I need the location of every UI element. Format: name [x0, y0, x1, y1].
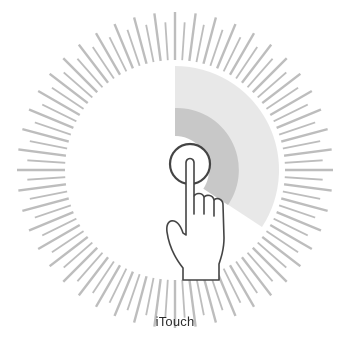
- dial-tick: [189, 13, 195, 61]
- dial-tick: [77, 253, 102, 282]
- dial-tick: [29, 212, 73, 230]
- dial-tick: [154, 13, 160, 61]
- dial-tick: [217, 272, 235, 316]
- dial-tick: [27, 177, 65, 179]
- dial-tick: [266, 88, 298, 109]
- dial-tick: [258, 72, 287, 97]
- dial-tick: [30, 141, 67, 148]
- dial-tick: [52, 231, 84, 252]
- dial-tick: [30, 191, 67, 198]
- dial-tick: [42, 105, 76, 122]
- dial-tick: [274, 105, 308, 122]
- dial-tick: [64, 72, 93, 97]
- itouch-wordmark: iTouch: [0, 314, 350, 329]
- dial-tick: [248, 253, 273, 282]
- dial-tick: [248, 59, 273, 88]
- dial-tick: [236, 47, 257, 79]
- dial-tick: [29, 110, 73, 128]
- dial-tick: [64, 243, 93, 268]
- dial-tick: [196, 278, 203, 315]
- dial-tick: [52, 88, 84, 109]
- dial-tick: [110, 37, 127, 71]
- dial-tick: [196, 25, 203, 62]
- dial-tick: [285, 160, 323, 162]
- dial-tick: [284, 184, 332, 190]
- dial-tick: [115, 24, 133, 68]
- dial-tick: [93, 261, 114, 293]
- dial-tick: [110, 269, 127, 303]
- dial-tick: [274, 219, 308, 236]
- dial-tick: [146, 278, 153, 315]
- dial-tick: [115, 272, 133, 316]
- dial-tick: [18, 149, 66, 155]
- dial-tick: [42, 219, 76, 236]
- dial-tick: [93, 47, 114, 79]
- dial-tick: [217, 24, 235, 68]
- dial-tick: [224, 269, 241, 303]
- dial-tick: [258, 243, 287, 268]
- dial-tick: [146, 25, 153, 62]
- dial-tick: [266, 231, 298, 252]
- dial-tick: [182, 22, 184, 60]
- dial-tick: [283, 141, 320, 148]
- dial-tick: [284, 149, 332, 155]
- dial-tick: [277, 110, 321, 128]
- dial-tick: [165, 280, 167, 318]
- dial-tick: [224, 37, 241, 71]
- dial-tick: [285, 177, 323, 179]
- dial-tick: [77, 59, 102, 88]
- dial-tick: [165, 22, 167, 60]
- dial-tick: [277, 212, 321, 230]
- dial-tick: [18, 184, 66, 190]
- dial-tick: [283, 191, 320, 198]
- dial-tick: [27, 160, 65, 162]
- dial-tick: [182, 280, 184, 318]
- dial-tick: [236, 261, 257, 293]
